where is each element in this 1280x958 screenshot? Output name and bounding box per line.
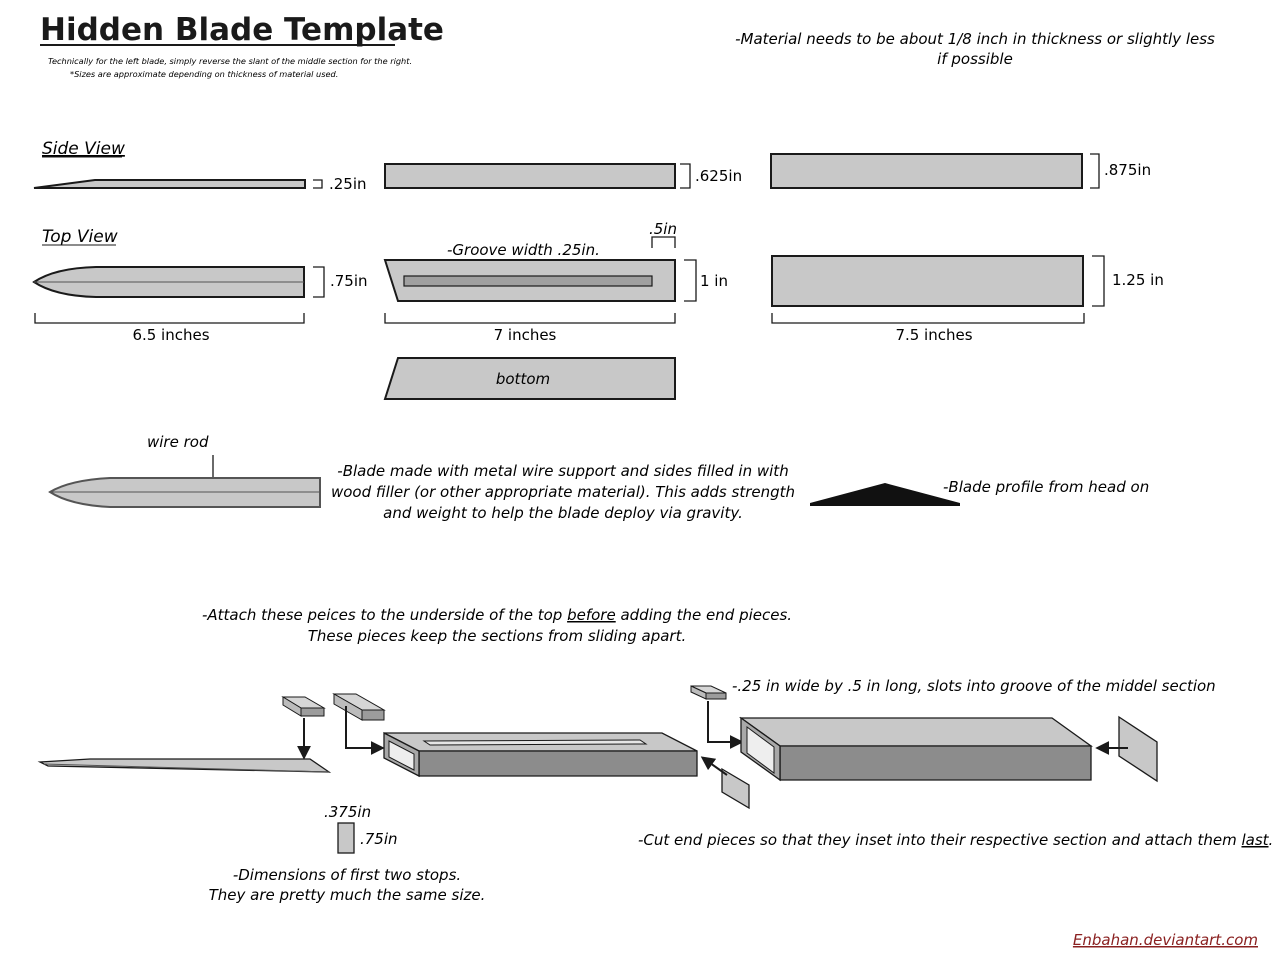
blade-top-bracket (313, 266, 325, 298)
bottom-label: bottom (496, 370, 550, 388)
blade-desc-line1: -Blade made with metal wire support and … (337, 462, 788, 480)
blade-side-profile (33, 179, 306, 189)
assembly-blade-edge (43, 763, 330, 773)
blade-length-bracket (34, 313, 305, 324)
blade-side-bracket (313, 179, 323, 189)
stop-piece-1-front (300, 707, 325, 717)
middle-side-height-label: .625in (695, 167, 742, 185)
material-note-line1: -Material needs to be about 1/8 inch in … (735, 30, 1215, 48)
outer-side-profile (770, 153, 1083, 189)
stop-height-label: .75in (360, 830, 398, 848)
middle-top-bracket (684, 259, 697, 302)
stop-piece-2-front (361, 709, 385, 721)
middle-length-bracket (384, 313, 676, 324)
outer-length-bracket (771, 313, 1085, 324)
middle-bottom-piece (383, 357, 676, 400)
sizes-note: *Sizes are approximate depending on thic… (70, 69, 338, 79)
outer-box-front (779, 745, 1092, 781)
middle-length-label: 7 inches (494, 326, 557, 344)
stop-dimension-rect (337, 822, 355, 854)
slot-note: -.25 in wide by .5 in long, slots into g… (732, 677, 1216, 695)
credit-link[interactable]: Enbahan.deviantart.com (1073, 931, 1258, 949)
outer-end-piece (1118, 715, 1158, 783)
middle-box-end-opening (388, 740, 415, 771)
slot-piece-side (690, 685, 707, 700)
blade-top-height-label: .75in (330, 272, 368, 290)
stop-piece-2-side (333, 693, 363, 721)
assembly-blade (37, 758, 332, 773)
slot-piece-front (705, 692, 727, 700)
wire-rod-label: wire rod (147, 433, 209, 451)
end-pieces-note: -Cut end pieces so that they inset into … (638, 831, 1273, 849)
outer-top-height-label: 1.25 in (1112, 271, 1164, 289)
outer-side-bracket (1090, 153, 1100, 189)
material-note-line2: if possible (937, 50, 1013, 68)
middle-box-front (418, 750, 698, 777)
groove-width-label: -Groove width .25in. (447, 241, 600, 259)
attach-note-line1: -Attach these peices to the underside of… (202, 606, 792, 624)
outer-top-profile (771, 255, 1084, 307)
blade-desc-line2: wood filler (or other appropriate materi… (331, 483, 795, 501)
blade-desc-line3: and weight to help the blade deploy via … (383, 504, 743, 522)
middle-top-height-label: 1 in (700, 272, 728, 290)
side-view-label: Side View (42, 139, 125, 159)
stops-note-line1: -Dimensions of first two stops. (233, 866, 461, 884)
middle-end-piece (721, 767, 750, 810)
stop-piece-1-side (282, 696, 302, 717)
middle-side-bracket (680, 163, 691, 189)
blade-head-on-profile (810, 483, 960, 506)
blade-length-label: 6.5 inches (132, 326, 209, 344)
outer-box-end-opening (746, 726, 775, 774)
groove-offset-label: .5in (649, 220, 677, 238)
top-view-label: Top View (42, 227, 118, 247)
page-title: Hidden Blade Template (40, 12, 444, 48)
slot-piece-arrow (707, 701, 744, 749)
middle-groove (403, 275, 653, 287)
stop-width-label: .375in (324, 803, 371, 821)
stop-2-arrow (345, 706, 385, 755)
blade-profile-label: -Blade profile from head on (943, 478, 1149, 496)
outer-length-label: 7.5 inches (895, 326, 972, 344)
attach-note-line2: These pieces keep the sections from slid… (308, 627, 686, 645)
outer-side-height-label: .875in (1104, 161, 1151, 179)
middle-end-piece-arrow (700, 756, 728, 776)
reverse-note: Technically for the left blade, simply r… (48, 56, 412, 66)
middle-box-groove (422, 739, 648, 746)
groove-offset-bracket (651, 236, 676, 248)
blade-side-height-label: .25in (329, 175, 367, 193)
outer-box-top (738, 717, 1094, 747)
stops-note-line2: They are pretty much the same size. (209, 886, 486, 904)
middle-side-profile (384, 163, 676, 189)
outer-top-bracket (1092, 255, 1105, 307)
